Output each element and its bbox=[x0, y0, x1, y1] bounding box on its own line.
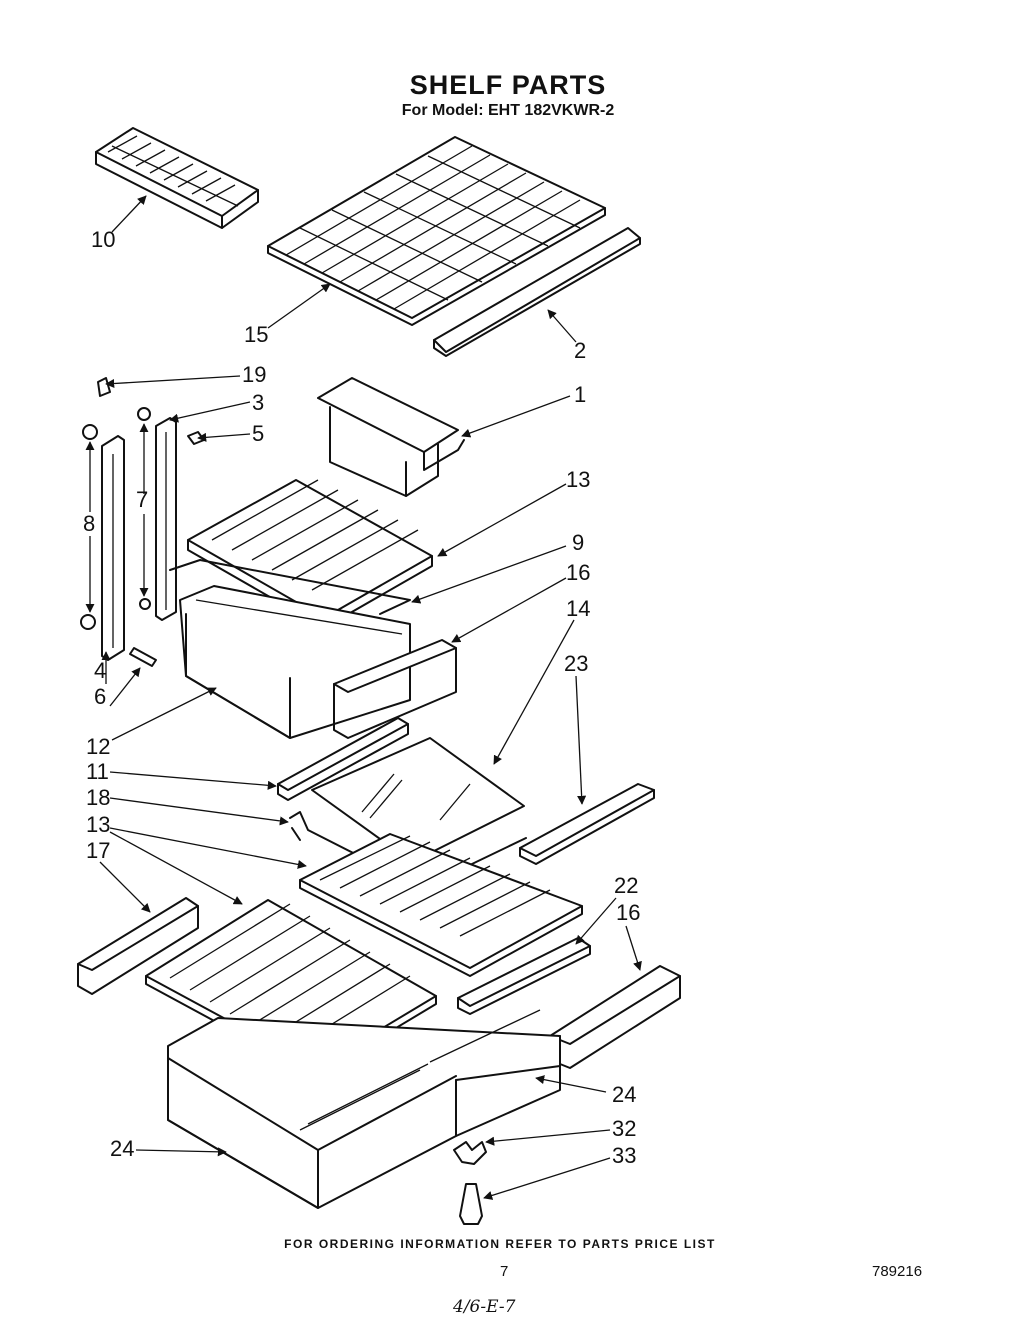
channel-bar-11 bbox=[277, 717, 409, 801]
shelf-slide-9 bbox=[169, 559, 411, 615]
callout-5: 5 bbox=[252, 421, 265, 446]
callout-8: 8 bbox=[83, 511, 96, 536]
callout-7: 7 bbox=[136, 487, 149, 512]
leader-lines bbox=[85, 195, 642, 1200]
callout-1: 1 bbox=[574, 382, 587, 407]
callout-9: 9 bbox=[572, 530, 585, 555]
callout-11: 11 bbox=[86, 759, 109, 784]
callout-16-lower: 16 bbox=[616, 900, 641, 925]
callout-33: 33 bbox=[612, 1143, 637, 1168]
callout-10: 10 bbox=[91, 227, 116, 252]
callout-2: 2 bbox=[574, 338, 587, 363]
model-subtitle: For Model: EHT 182VKWR-2 bbox=[401, 102, 615, 119]
page-number: 7 bbox=[500, 1263, 509, 1280]
callout-16-upper: 16 bbox=[566, 560, 591, 585]
wire-shelf bbox=[267, 136, 606, 326]
handwritten-note: 4/6-E-7 bbox=[453, 1297, 516, 1317]
callout-14: 14 bbox=[566, 596, 591, 621]
deli-bin bbox=[317, 377, 465, 497]
document-number: 789216 bbox=[872, 1263, 923, 1280]
shelf-rail-16-upper bbox=[333, 639, 457, 739]
callout-13-lower: 13 bbox=[86, 812, 111, 837]
callout-23: 23 bbox=[564, 651, 589, 676]
ordering-note: FOR ORDERING INFORMATION REFER TO PARTS … bbox=[284, 1237, 716, 1251]
shelf-rail-2 bbox=[433, 227, 641, 357]
callout-32: 32 bbox=[612, 1116, 637, 1141]
glass-shelf bbox=[311, 737, 525, 863]
callout-3: 3 bbox=[252, 390, 265, 415]
callout-24-right: 24 bbox=[612, 1082, 637, 1107]
shelf-rail-17 bbox=[77, 897, 199, 995]
callout-13-upper: 13 bbox=[566, 467, 591, 492]
crisper-pans bbox=[167, 1009, 561, 1209]
callout-15: 15 bbox=[244, 322, 269, 347]
trim-23 bbox=[519, 783, 655, 865]
callout-18: 18 bbox=[86, 785, 111, 810]
crisper-rail-22 bbox=[457, 937, 591, 1015]
callout-22: 22 bbox=[614, 873, 639, 898]
shelf-rail-16-lower bbox=[549, 965, 681, 1069]
callout-4: 4 bbox=[94, 658, 107, 683]
callout-24-left: 24 bbox=[110, 1136, 135, 1161]
wing-nut bbox=[453, 1141, 487, 1165]
crisper-cover-right bbox=[299, 833, 583, 977]
meat-pan bbox=[179, 585, 411, 739]
leveler-stud bbox=[459, 1183, 483, 1225]
callout-6: 6 bbox=[94, 684, 107, 709]
callout-19: 19 bbox=[242, 362, 267, 387]
callout-17: 17 bbox=[86, 838, 111, 863]
callout-12: 12 bbox=[86, 734, 111, 759]
ice-cube-tray bbox=[95, 127, 259, 229]
page-title: SHELF PARTS bbox=[409, 70, 607, 100]
